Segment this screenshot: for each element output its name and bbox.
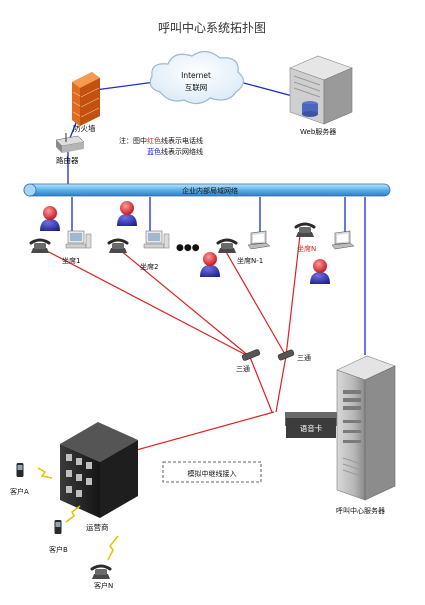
callcenter-server-label: 呼叫中心服务器 [336, 506, 385, 515]
tee-label-2: 三通 [297, 353, 311, 362]
mobile-phone-icon [16, 463, 24, 477]
phone-icon [90, 564, 112, 581]
trunk-box [162, 461, 262, 483]
firewall-label: 防火墙 [73, 123, 96, 133]
phone-icon [107, 238, 129, 255]
agent-icon [40, 206, 60, 231]
seat-n-minus-1: 坐席N-1 [200, 230, 271, 277]
seat-label-2: 坐席2 [140, 262, 158, 271]
agent-icon [117, 201, 137, 226]
tee1-trunk-line [249, 356, 273, 413]
phone-lines [44, 234, 301, 457]
internet-cn-label: 互联网 [185, 83, 208, 92]
legend-red-suffix: 线表示电话线 [161, 136, 203, 145]
phone-icon [294, 222, 316, 239]
laptop-icon [331, 230, 355, 250]
customer-label-b: 客户B [49, 545, 68, 554]
seat2-phone-line [119, 249, 251, 358]
seat1-phone-line [44, 249, 251, 358]
carrier-label: 运营商 [86, 522, 109, 532]
voice-card [286, 418, 336, 438]
router-icon [55, 133, 85, 153]
lan-bar [23, 183, 391, 197]
seat-ellipsis: ●●● [176, 243, 200, 253]
desktop-icon [143, 230, 170, 249]
phone-icon [216, 238, 238, 255]
diagram-title: 呼叫中心系统拓扑图 [158, 20, 266, 35]
legend-note-blue: 蓝色线表示网络线 [147, 147, 203, 156]
seatn-phone-line [285, 234, 301, 357]
trunk-label: 模拟中继线接入 [188, 469, 237, 478]
firewall-internet-link [94, 81, 156, 91]
wireless-bolt-icon [107, 535, 119, 561]
tee-2 [277, 349, 295, 361]
trunk-carrier-line [114, 411, 275, 457]
laptop-icon [247, 230, 271, 250]
web-server-icon [289, 55, 353, 125]
desktop-icon [65, 230, 92, 249]
firewall-icon [72, 72, 100, 126]
tee-label-1: 三通 [236, 364, 250, 373]
seat-label-n-minus-1: 坐席N-1 [237, 256, 263, 265]
web-server-label: Web服务器 [300, 127, 336, 136]
wireless-bolt-icon [37, 467, 53, 479]
seat-2: 坐席2 [107, 201, 170, 271]
wireless-bolt-icon [65, 505, 81, 523]
seat-label-n: 坐席N [297, 244, 316, 253]
customer-label-n: 客户N [94, 581, 113, 590]
phone-icon [29, 238, 51, 255]
mobile-phone-icon [54, 520, 62, 534]
seat-label-1: 坐席1 [62, 256, 80, 265]
seat-n: 坐席N [294, 222, 355, 284]
agent-icon [200, 252, 220, 277]
internet-label: Internet [181, 71, 211, 80]
internet-cloud-icon [149, 50, 245, 105]
customer-b: 客户B [49, 505, 81, 554]
carrier-building-icon [60, 422, 138, 518]
seatn1-phone-line [224, 249, 287, 357]
legend-note-red: 注：图中红色线表示电话线 [119, 136, 203, 145]
voice-card-label: 语音卡 [300, 423, 323, 433]
customer-a: 客户A [10, 463, 53, 496]
customer-n: 客户N [90, 535, 119, 590]
legend-blue-word: 蓝色 [147, 147, 161, 156]
router-label: 路由器 [56, 155, 79, 165]
legend-red-word: 红色 [147, 136, 161, 145]
tee2-trunk-line [275, 355, 287, 413]
lan-label: 企业内部局域网络 [182, 186, 238, 195]
legend-note-prefix: 注：图中 [119, 136, 147, 145]
legend-blue-suffix: 线表示网络线 [161, 147, 203, 156]
seat-1: 坐席1 [29, 206, 92, 265]
callcenter-server-icon [336, 355, 396, 501]
agent-icon [310, 259, 330, 284]
tee-1 [241, 349, 261, 361]
customer-label-a: 客户A [10, 487, 29, 496]
